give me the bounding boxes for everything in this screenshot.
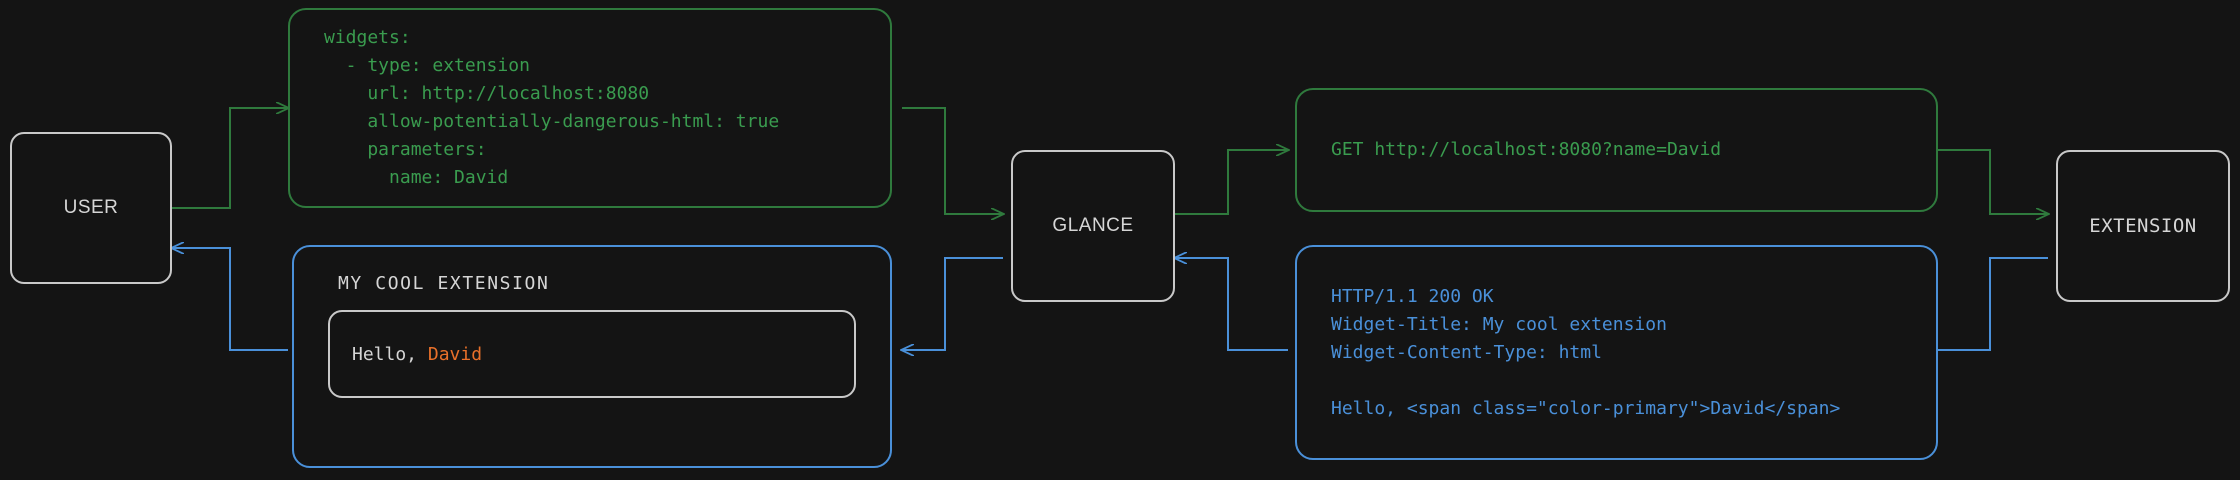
- node-extension-label: EXTENSION: [2089, 215, 2197, 237]
- wire-config-to-glance: [902, 107, 1003, 214]
- wire-response-to-glance: [1175, 258, 1288, 351]
- wire-glance-to-widget: [902, 257, 1003, 350]
- node-glance-label: GLANCE: [1052, 215, 1134, 236]
- node-user[interactable]: USER: [10, 132, 172, 284]
- wire-extension-to-response: [1938, 257, 2048, 351]
- widget-greeting-prefix: Hello,: [352, 343, 428, 365]
- wire-request-to-extension: [1938, 149, 2048, 214]
- widget-content-card: Hello, David: [328, 310, 856, 398]
- node-user-label: USER: [63, 197, 119, 218]
- http-request-text: GET http://localhost:8080?name=David: [1331, 139, 1722, 160]
- config-yaml-text: widgets: - type: extension url: http://l…: [324, 27, 780, 188]
- config-yaml-block[interactable]: widgets: - type: extension url: http://l…: [288, 8, 892, 208]
- wire-user-to-config: [172, 108, 288, 209]
- widget-title: MY COOL EXTENSION: [338, 273, 550, 294]
- widget-greeting-name: David: [427, 343, 483, 365]
- http-response-block[interactable]: HTTP/1.1 200 OK Widget-Title: My cool ex…: [1295, 245, 1938, 460]
- widget-greeting: Hello, David: [352, 344, 482, 365]
- wire-glance-to-request: [1175, 150, 1288, 215]
- rendered-widget-block[interactable]: MY COOL EXTENSION Hello, David: [292, 245, 892, 468]
- node-extension[interactable]: EXTENSION: [2056, 150, 2230, 302]
- http-request-block[interactable]: GET http://localhost:8080?name=David: [1295, 88, 1938, 212]
- node-glance[interactable]: GLANCE: [1011, 150, 1175, 302]
- http-response-text: HTTP/1.1 200 OK Widget-Title: My cool ex…: [1331, 285, 1841, 419]
- wire-widget-to-user: [172, 248, 288, 351]
